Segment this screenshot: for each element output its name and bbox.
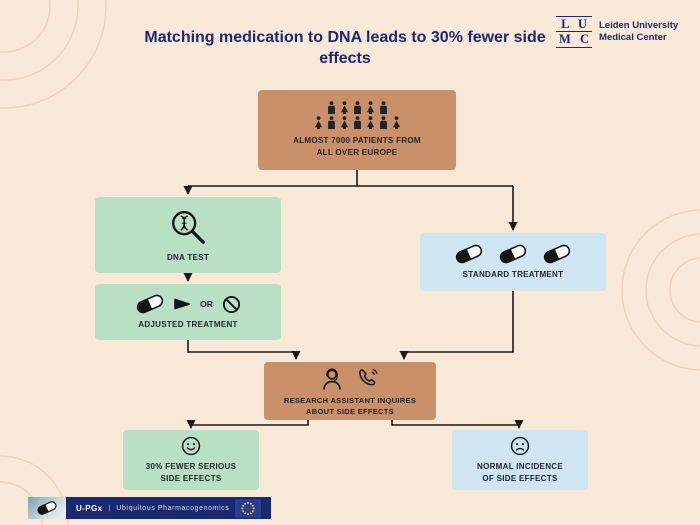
- woman-icon: [366, 101, 375, 114]
- lumc-letters-bottom: M C: [556, 31, 592, 48]
- eu-flag-icon: [235, 499, 261, 518]
- standard-treatment-label: STANDARD TREATMENT: [462, 270, 564, 279]
- research-assistant-box: RESEARCH ASSISTANT INQUIRES ABOUT SIDE E…: [264, 362, 436, 420]
- man-icon: [379, 116, 388, 129]
- research-assistant-label: RESEARCH ASSISTANT INQUIRES ABOUT SIDE E…: [283, 395, 417, 416]
- magnifier-dna-icon: [167, 206, 209, 248]
- lumc-logo-mark: L U M C: [556, 16, 592, 48]
- sad-face-icon: [507, 435, 533, 457]
- footer-bar: U-PGx | Ubiquitous Pharmacogenomics: [66, 497, 272, 519]
- capsule-pill-icon: [498, 243, 528, 265]
- standard-treatment-box: STANDARD TREATMENT: [420, 233, 606, 291]
- lumc-logo: L U M C Leiden University Medical Center: [556, 16, 678, 48]
- lumc-org-line2: Medical Center: [599, 31, 667, 43]
- woman-icon: [340, 116, 349, 129]
- pills-photo: [28, 497, 66, 519]
- capsule-pill-icon: [135, 293, 165, 315]
- fewer-side-effects-box: 30% FEWER SERIOUS SIDE EFFECTS: [123, 430, 259, 490]
- lumc-org-name: Leiden University Medical Center: [599, 20, 678, 45]
- woman-icon: [340, 101, 349, 114]
- patients-box: ALMOST 7000 PATIENTS FROM ALL OVER EUROP…: [258, 90, 456, 170]
- capsule-pill-icon: [36, 500, 58, 516]
- man-icon: [327, 116, 336, 129]
- smiley-face-icon: [178, 435, 204, 457]
- adjusted-treatment-label: ADJUSTED TREATMENT: [138, 320, 238, 329]
- page-title: Matching medication to DNA leads to 30% …: [144, 29, 546, 67]
- dna-test-label: DNA TEST: [166, 253, 210, 262]
- footer-tagline: Ubiquitous Pharmacogenomics: [116, 504, 230, 512]
- footer-separator: |: [108, 504, 111, 512]
- fewer-side-effects-label: 30% FEWER SERIOUS SIDE EFFECTS: [145, 462, 237, 483]
- crossed-circle-icon: [222, 295, 241, 314]
- man-icon: [379, 101, 388, 114]
- lumc-org-line1: Leiden University: [599, 19, 679, 31]
- research-assistant-icon: [321, 365, 347, 391]
- capsule-pill-icon: [542, 243, 572, 265]
- footer-brand: U-PGx: [76, 503, 103, 513]
- people-group-icon: [314, 101, 401, 131]
- phone-icon: [358, 367, 379, 388]
- lumc-letters-top: L U: [556, 16, 592, 31]
- patients-label: ALMOST 7000 PATIENTS FROM ALL OVER EUROP…: [293, 136, 421, 157]
- footer-banner: U-PGx | Ubiquitous Pharmacogenomics: [28, 497, 272, 519]
- woman-icon: [392, 116, 401, 129]
- dna-test-box: DNA TEST: [95, 197, 281, 273]
- or-text: OR: [200, 299, 213, 309]
- woman-icon: [366, 116, 375, 129]
- man-icon: [353, 101, 362, 114]
- man-icon: [327, 101, 336, 114]
- normal-incidence-label: NORMAL INCIDENCE OF SIDE EFFECTS: [477, 462, 563, 483]
- capsule-pill-icon: [454, 243, 484, 265]
- man-icon: [353, 116, 362, 129]
- half-pill-icon: [174, 298, 191, 310]
- normal-incidence-box: NORMAL INCIDENCE OF SIDE EFFECTS: [452, 430, 588, 490]
- adjusted-treatment-box: OR ADJUSTED TREATMENT: [95, 284, 281, 340]
- woman-icon: [314, 116, 323, 129]
